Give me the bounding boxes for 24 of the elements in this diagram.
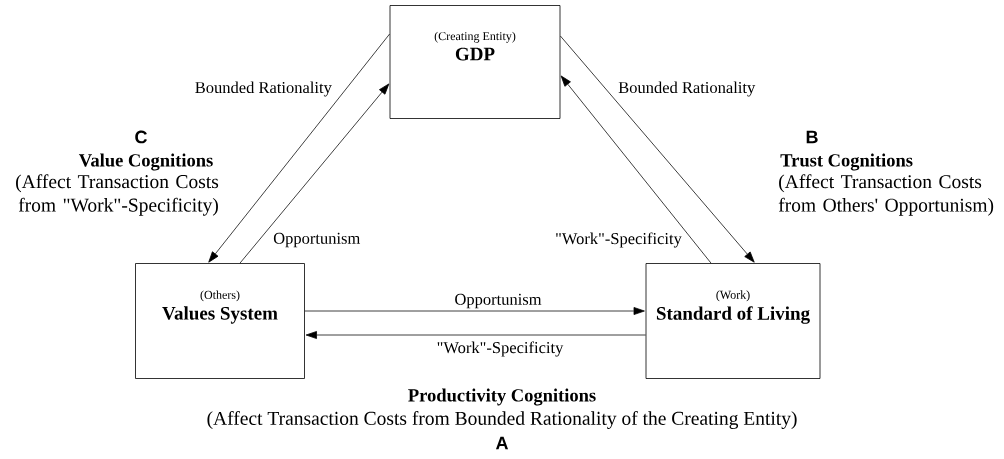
edge-label: "Work"-Specificity: [554, 231, 683, 249]
arrow: [560, 35, 755, 263]
section-note: (Affect Transaction Costs from "Work"-Specificity): [16, 174, 219, 216]
entity-box: (Creating Entity) GDP: [389, 5, 561, 119]
section-letter: C: [135, 130, 147, 144]
edge-label: "Work"-Specificity: [435, 340, 565, 358]
section-heading: Trust Cognitions: [780, 153, 913, 171]
edge-label: Opportunism: [272, 231, 362, 249]
section-letter: B: [806, 130, 818, 144]
edge-label: Bounded Rationality: [193, 80, 333, 98]
edge-label: Bounded Rationality: [617, 80, 757, 98]
entity-box: (Work) Standard of Living: [645, 263, 821, 379]
section-note: (Affect Transaction Costs from Bounded Rationality of the Creating Entity): [207, 411, 797, 429]
entity-box: (Others) Values System: [135, 263, 305, 379]
section-heading: Value Cognitions: [78, 153, 213, 171]
arrow: [560, 75, 712, 264]
section-letter: A: [495, 436, 509, 450]
arrow: [208, 33, 390, 263]
arrow: [239, 83, 390, 264]
section-heading: Productivity Cognitions: [408, 388, 596, 406]
edge-label: Opportunism: [453, 292, 543, 310]
arrow: [305, 331, 646, 339]
section-note: (Affect Transaction Costs from Others' Opportunism): [778, 174, 994, 216]
arrow: [304, 307, 645, 315]
